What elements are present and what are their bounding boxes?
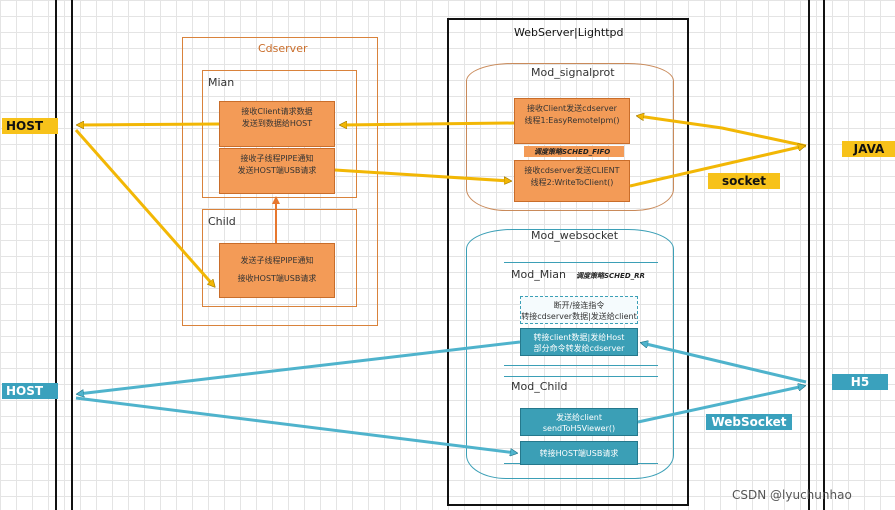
mod-child-box3-line1: 发送给client [556,413,602,422]
mod-mian-panel [504,262,658,366]
child-box-line2: 接收HOST端USB请求 [237,274,317,283]
mod-mian-forward-box: 转接client数据|发给Host 部分命令转发给cdserver [520,328,638,356]
signalprot-group [466,63,674,211]
mod-mian-title: Mod_Mian [511,268,566,281]
arrow-java-to-signal [638,116,807,148]
mod-mian-sched-label: 调度策略SCHED_RR [576,272,645,280]
websocket-label: WebSocket [706,414,792,430]
webserver-frame [447,18,689,506]
java-label: JAVA [842,141,895,157]
arrow-signal-to-java [629,146,804,188]
signal-receive-cdserver-box: 接收cdserver发送CLIENT 线程2:WriteToClient() [514,160,630,202]
mod-child-usb-box: 转接HOST端USB请求 [520,441,638,465]
mod-mian-command-box: 断开/接连指令 转接cdserver数据|发送给client [520,296,638,324]
left-boundary-line-2 [71,0,73,510]
mod-child-box4-line1: 转接HOST端USB请求 [539,449,619,458]
signal-receive-client-box: 接收Client发送cdserver 线程1:EasyRemoteIpm() [514,98,630,144]
signal-sched-label: 调度策略SCHED_FIFO [534,148,611,156]
mod-mian-box2-line2: 部分命令转发给cdserver [533,344,625,353]
left-boundary-line-1 [55,0,57,510]
signal-box2-line1: 接收cdserver发送CLIENT [524,166,620,175]
mian-title: Mian [208,76,235,89]
mian-box1-line1: 接收Client请求数据 [241,107,313,116]
signal-sched-tag [524,146,624,157]
host-bottom-label: HOST [2,383,58,399]
webserver-title: WebServer|Lighttpd [514,26,624,39]
cdserver-group [182,37,378,326]
right-boundary-line-1 [808,0,810,510]
arrow-signal-to-cdserver [341,123,515,125]
signal-box1-line1: 接收Client发送cdserver [527,104,617,113]
mod-mian-box2-line1: 转接client数据|发给Host [533,333,625,342]
child-pipe-box: 发送子线程PIPE通知 接收HOST端USB请求 [219,243,335,298]
mod-mian-box1-line2: 转接cdserver数据|发送给client [521,312,637,321]
mod-mian-box1-line1: 断开/接连指令 [553,301,605,310]
child-title: Child [208,215,236,228]
h5-label: H5 [832,374,888,390]
mian-box2-line1: 接收子线程PIPE通知 [240,154,314,163]
mian-pipe-notify-box: 接收子线程PIPE通知 发送HOST端USB请求 [219,148,335,194]
arrow-h5-to-websocket [642,343,807,384]
websocket-title: Mod_websocket [531,229,619,242]
mod-child-send-h5-box: 发送给client sendToH5Viewer() [520,408,638,436]
arrow-host-to-child [74,129,214,286]
host-top-label: HOST [2,118,58,134]
arrow-websocket-to-host [78,340,521,394]
socket-label: socket [708,173,780,189]
websocket-group [466,229,674,479]
right-boundary-line-2 [823,0,825,510]
arrow-websocket-to-h5 [637,386,804,424]
mod-child-title: Mod_Child [511,380,568,393]
watermark: CSDN @lyuchunhao [732,488,852,502]
blue-connectors [76,342,806,453]
mod-child-box3-line2: sendToH5Viewer() [542,424,616,433]
signalprot-title: Mod_signalprot [531,66,615,79]
mian-receive-client-box: 接收Client请求数据 发送到数据给HOST [219,101,335,147]
arrow-cdserver-to-host [78,124,220,125]
mian-box1-line2: 发送到数据给HOST [241,119,313,128]
cdserver-title: Cdserver [258,42,308,55]
arrow-host-to-child-usb [75,396,516,453]
child-panel [202,209,357,307]
signal-box1-line2: 线程1:EasyRemoteIpm() [524,116,620,125]
child-box-line1: 发送子线程PIPE通知 [240,256,314,265]
yellow-connectors [74,116,807,286]
arrow-cdserver-to-signal [334,168,510,181]
mian-box2-line2: 发送HOST端USB请求 [237,166,317,175]
signal-box2-line2: 线程2:WriteToClient() [530,178,614,187]
